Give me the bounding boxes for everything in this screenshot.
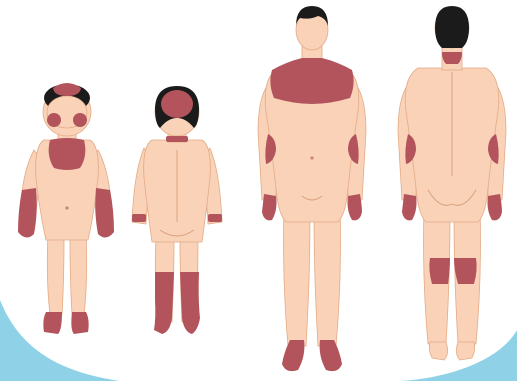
- hair: [435, 6, 469, 48]
